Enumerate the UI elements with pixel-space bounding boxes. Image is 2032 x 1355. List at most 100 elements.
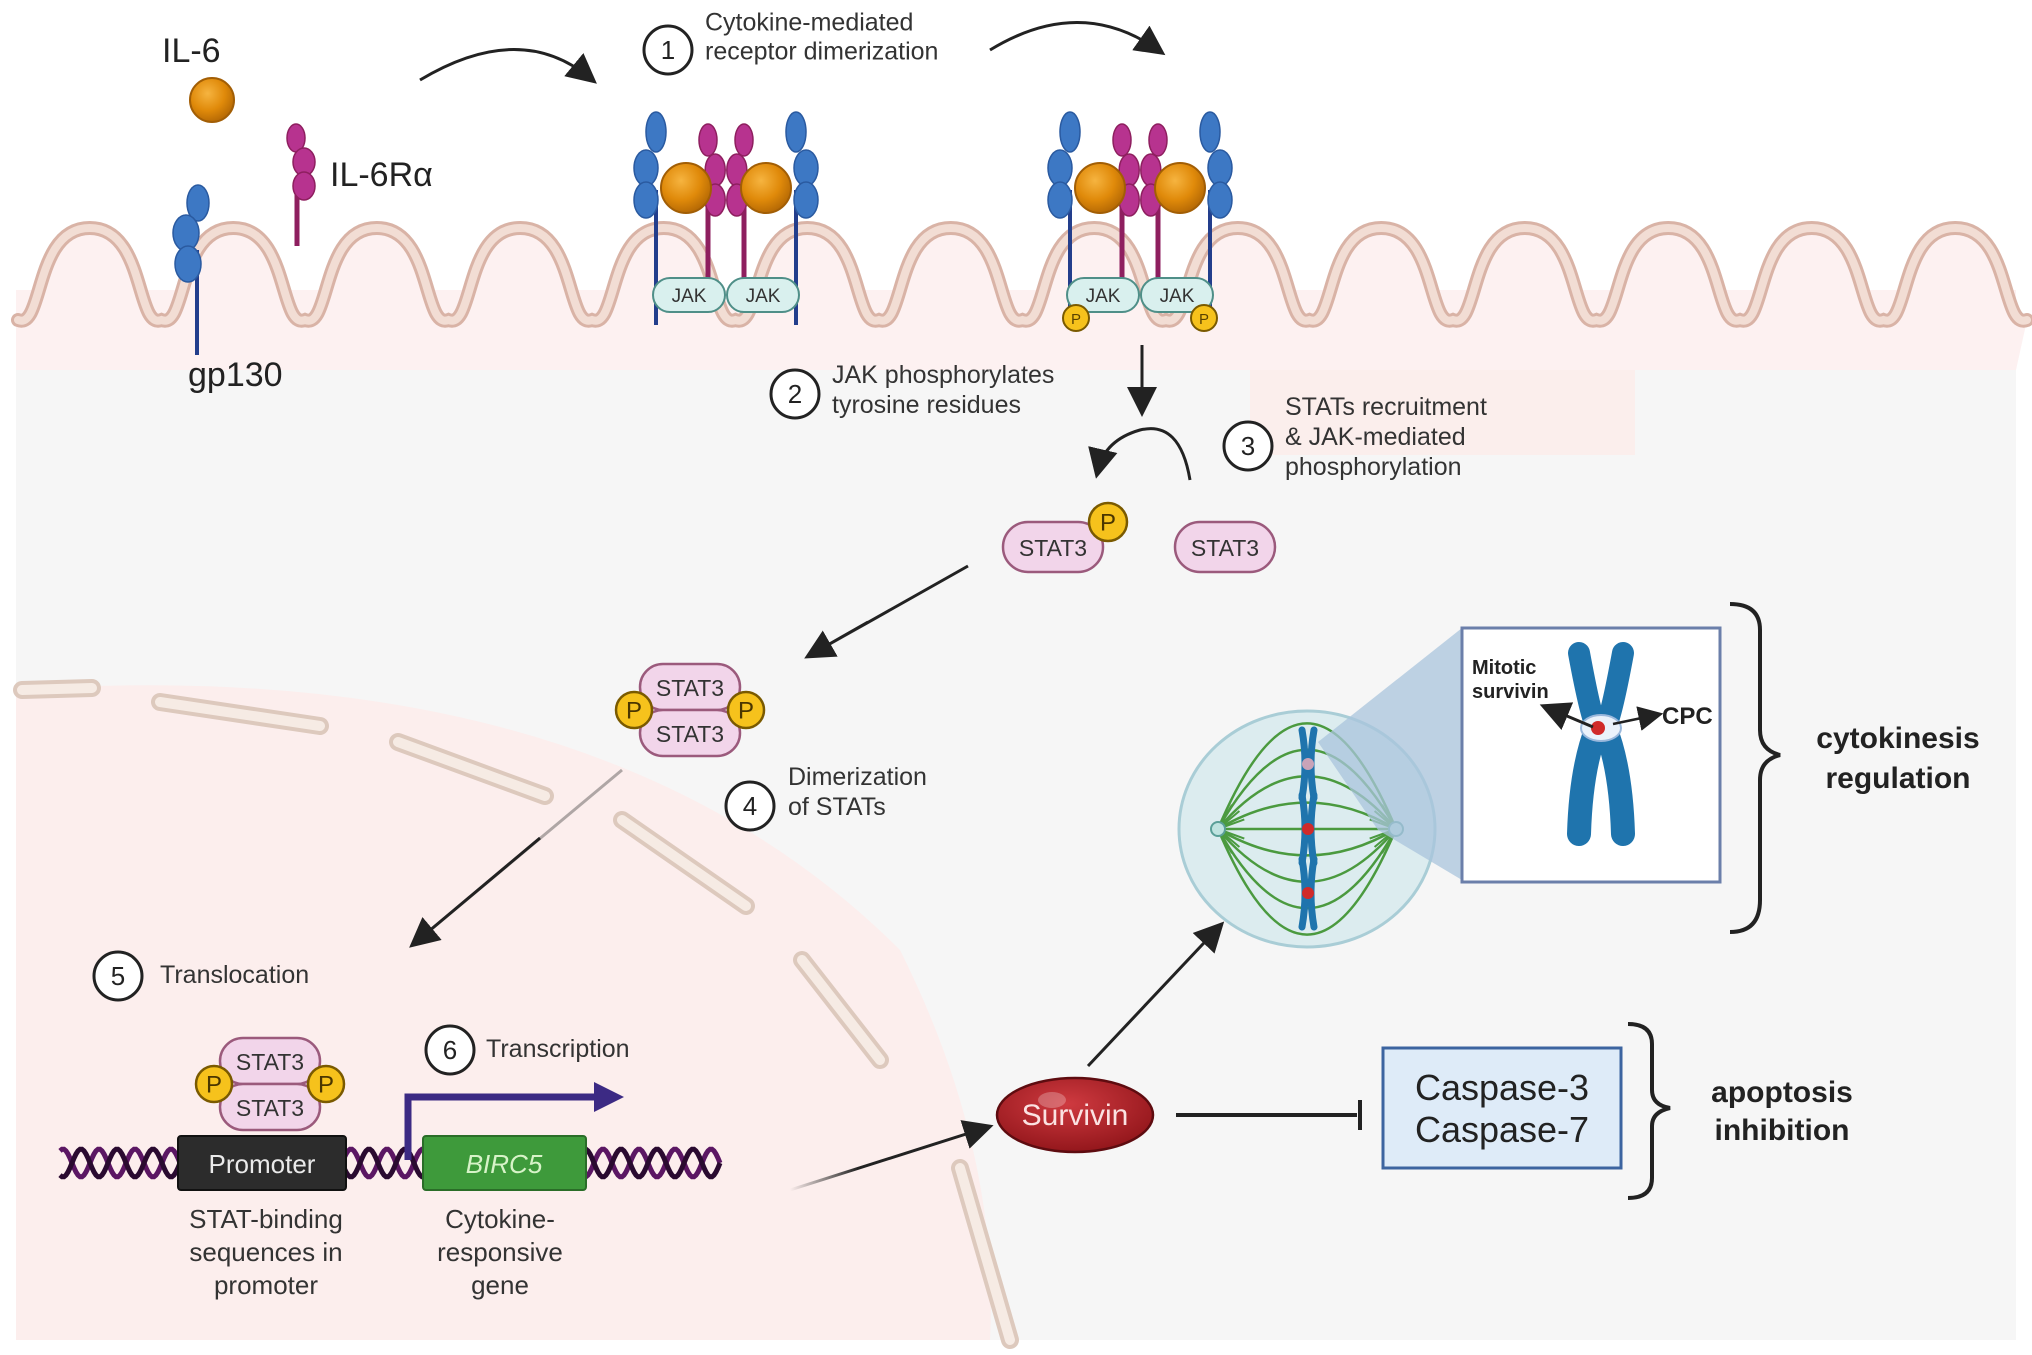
step-text-line: Transcription [486, 1035, 630, 1063]
arrow-expression [789, 1120, 994, 1192]
caspase-box: Caspase-3 Caspase-7 [1381, 1046, 1623, 1170]
spindle-fiber [1216, 828, 1398, 936]
jak-label: JAK [1086, 286, 1121, 307]
promoter-caption-line: promoter [214, 1270, 318, 1300]
step-5: 5 Translocation [92, 950, 309, 1002]
tss-arrow [404, 1093, 600, 1160]
phosphate-icon [306, 1064, 346, 1104]
jak-label: JAK [746, 286, 781, 307]
phosphate-icon [726, 690, 766, 730]
cytokinesis-label-2: regulation [1825, 762, 1970, 795]
survivin-dot [1591, 721, 1605, 735]
caspase-7-label: Caspase-7 [1415, 1109, 1589, 1150]
step-number-badge [642, 24, 694, 76]
step-number-badge [724, 780, 776, 832]
step-6: 6 Transcription [424, 1024, 630, 1076]
promoter-box [177, 1135, 347, 1191]
birc5-label: BIRC5 [466, 1149, 543, 1179]
gene-caption-line: responsive [437, 1237, 563, 1267]
step-number: 4 [743, 791, 757, 821]
stat3-label: STAT3 [236, 1049, 304, 1075]
step-number-badge [92, 950, 144, 1002]
dna-helix-strand [58, 1146, 183, 1180]
jak-kinase [652, 277, 726, 313]
gp130-label: gp130 [188, 356, 283, 394]
stat3-label: STAT3 [236, 1095, 304, 1121]
il6ra-label: IL-6Rα [330, 156, 433, 194]
jak-kinase [726, 277, 800, 313]
il6-ball-icon [1074, 162, 1126, 214]
cytokinesis-label-1: cytokinesis [1816, 722, 1979, 755]
phosphate-label: P [1199, 311, 1209, 328]
brace-apoptosis [1627, 1022, 1671, 1200]
step-text-line: phosphorylation [1285, 453, 1462, 481]
promoter-label: Promoter [209, 1149, 316, 1179]
dna-helix-strand [584, 1146, 723, 1180]
promoter-caption-line: sequences in [189, 1237, 342, 1267]
step-number: 3 [1241, 431, 1255, 461]
brace-cytokinesis [1729, 602, 1781, 934]
dna-helix-strand [58, 1146, 183, 1180]
phosphate-icon [1062, 304, 1090, 332]
centrosome [1210, 821, 1226, 837]
step-text-line: Dimerization [788, 763, 927, 791]
phosphate-label: P [738, 698, 754, 725]
step-number: 1 [661, 35, 675, 65]
stat3-pill [1173, 520, 1277, 574]
apoptosis-label-2: inhibition [1715, 1114, 1850, 1147]
mitotic-survivin-label-2: survivin [1472, 681, 1549, 703]
phosphate-label: P [206, 1072, 222, 1099]
survivin-label: Survivin [1022, 1099, 1129, 1132]
jak-kinase [1140, 277, 1214, 313]
phosphate-label: P [1071, 311, 1081, 328]
cell-membrane [11, 220, 2032, 370]
inhibition-arrow [1176, 1100, 1362, 1130]
chromosome-icon [1567, 642, 1635, 846]
phosphate-icon [614, 690, 654, 730]
stat3-pill [638, 708, 742, 758]
stat3-label: STAT3 [656, 675, 724, 701]
gene-caption-line: Cytokine- [445, 1204, 555, 1234]
step-text-line: STATs recruitment [1285, 393, 1487, 421]
step-number-badge [1222, 420, 1274, 472]
nuclear-envelope [13, 679, 1019, 1349]
il6-ball-icon [189, 77, 235, 123]
promoter-caption-line: STAT-binding [189, 1204, 343, 1234]
metaphase-chromosome [1298, 855, 1318, 931]
step-text-line: JAK phosphorylates [832, 361, 1054, 389]
zoom-wedge [1318, 628, 1462, 880]
stat3-pill [1001, 520, 1105, 574]
step-text-line: & JAK-mediated [1285, 423, 1466, 451]
step-number-badge [424, 1024, 476, 1076]
dna-helix-strand [584, 1146, 723, 1180]
il6-ligand: IL-6 [162, 32, 235, 123]
stat3-pill [218, 1082, 322, 1132]
gp130-receptor: gp130 [172, 184, 283, 394]
il6-ball-icon [1154, 162, 1206, 214]
phosphate-icon [194, 1064, 234, 1104]
dna-helix-strand [341, 1146, 424, 1180]
curved-arrow-2 [989, 21, 1166, 56]
chromosome-inset: Mitotic survivin CPC [1460, 626, 1722, 884]
step-text-line: receptor dimerization [705, 38, 938, 66]
survivin-protein: Survivin [995, 1076, 1155, 1154]
step-text-line: Translocation [160, 961, 309, 989]
step-text-line: of STATs [788, 793, 886, 821]
spindle-fiber [1217, 827, 1397, 857]
phosphate-icon [1190, 304, 1218, 332]
stat3-label: STAT3 [1191, 535, 1259, 561]
step-number: 6 [443, 1035, 457, 1065]
phosphate-icon [1087, 501, 1129, 543]
step-number: 5 [111, 961, 125, 991]
mitotic-survivin-label-1: Mitotic [1472, 657, 1536, 679]
